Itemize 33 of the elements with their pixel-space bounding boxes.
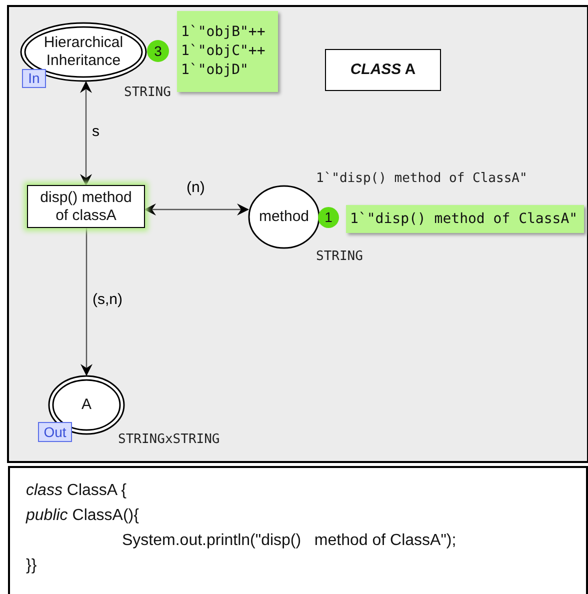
code-box: [8, 466, 588, 594]
code-line: System.out.println("disp() method of ClassA");: [122, 531, 456, 551]
code-line: class ClassA {: [26, 481, 126, 501]
edge-label: (n): [184, 180, 207, 196]
marking-box: [177, 11, 278, 92]
node-label: method: [258, 208, 310, 226]
node-label: 3: [154, 42, 162, 60]
type-label: STRINGxSTRING: [118, 432, 220, 447]
port-place-ellipse: [20, 22, 147, 82]
port-tag: [22, 69, 46, 88]
node-label: CLASS A: [350, 61, 416, 79]
type-label: STRING: [124, 85, 171, 100]
place-ellipse: [248, 185, 320, 249]
arc-arrow: [80, 81, 92, 186]
node-label: Hierarchical Inheritance: [42, 34, 124, 70]
code-line: }}: [26, 556, 37, 576]
node-label: 1: [324, 209, 332, 226]
node-label: In: [28, 70, 40, 87]
marking-box: [346, 205, 584, 233]
port-tag: [38, 422, 72, 442]
edge-label: (s,n): [90, 292, 124, 308]
arc-arrow: [80, 228, 92, 376]
node-label: Out: [44, 424, 66, 440]
node-label: 1`"disp() method of ClassA": [350, 210, 578, 228]
initial-marking-label: 1`"disp() method of ClassA": [316, 171, 528, 186]
transition-box: [27, 185, 145, 228]
type-label: STRING: [316, 249, 363, 264]
code-line: public ClassA(){: [26, 506, 139, 526]
node-label: 1`"objB"++ 1`"objC"++ 1`"objD": [181, 23, 266, 80]
node-label: A: [81, 396, 92, 414]
node-label: disp() method of classA: [39, 188, 133, 224]
arc-arrow: [144, 204, 249, 216]
title-box: [325, 49, 441, 91]
